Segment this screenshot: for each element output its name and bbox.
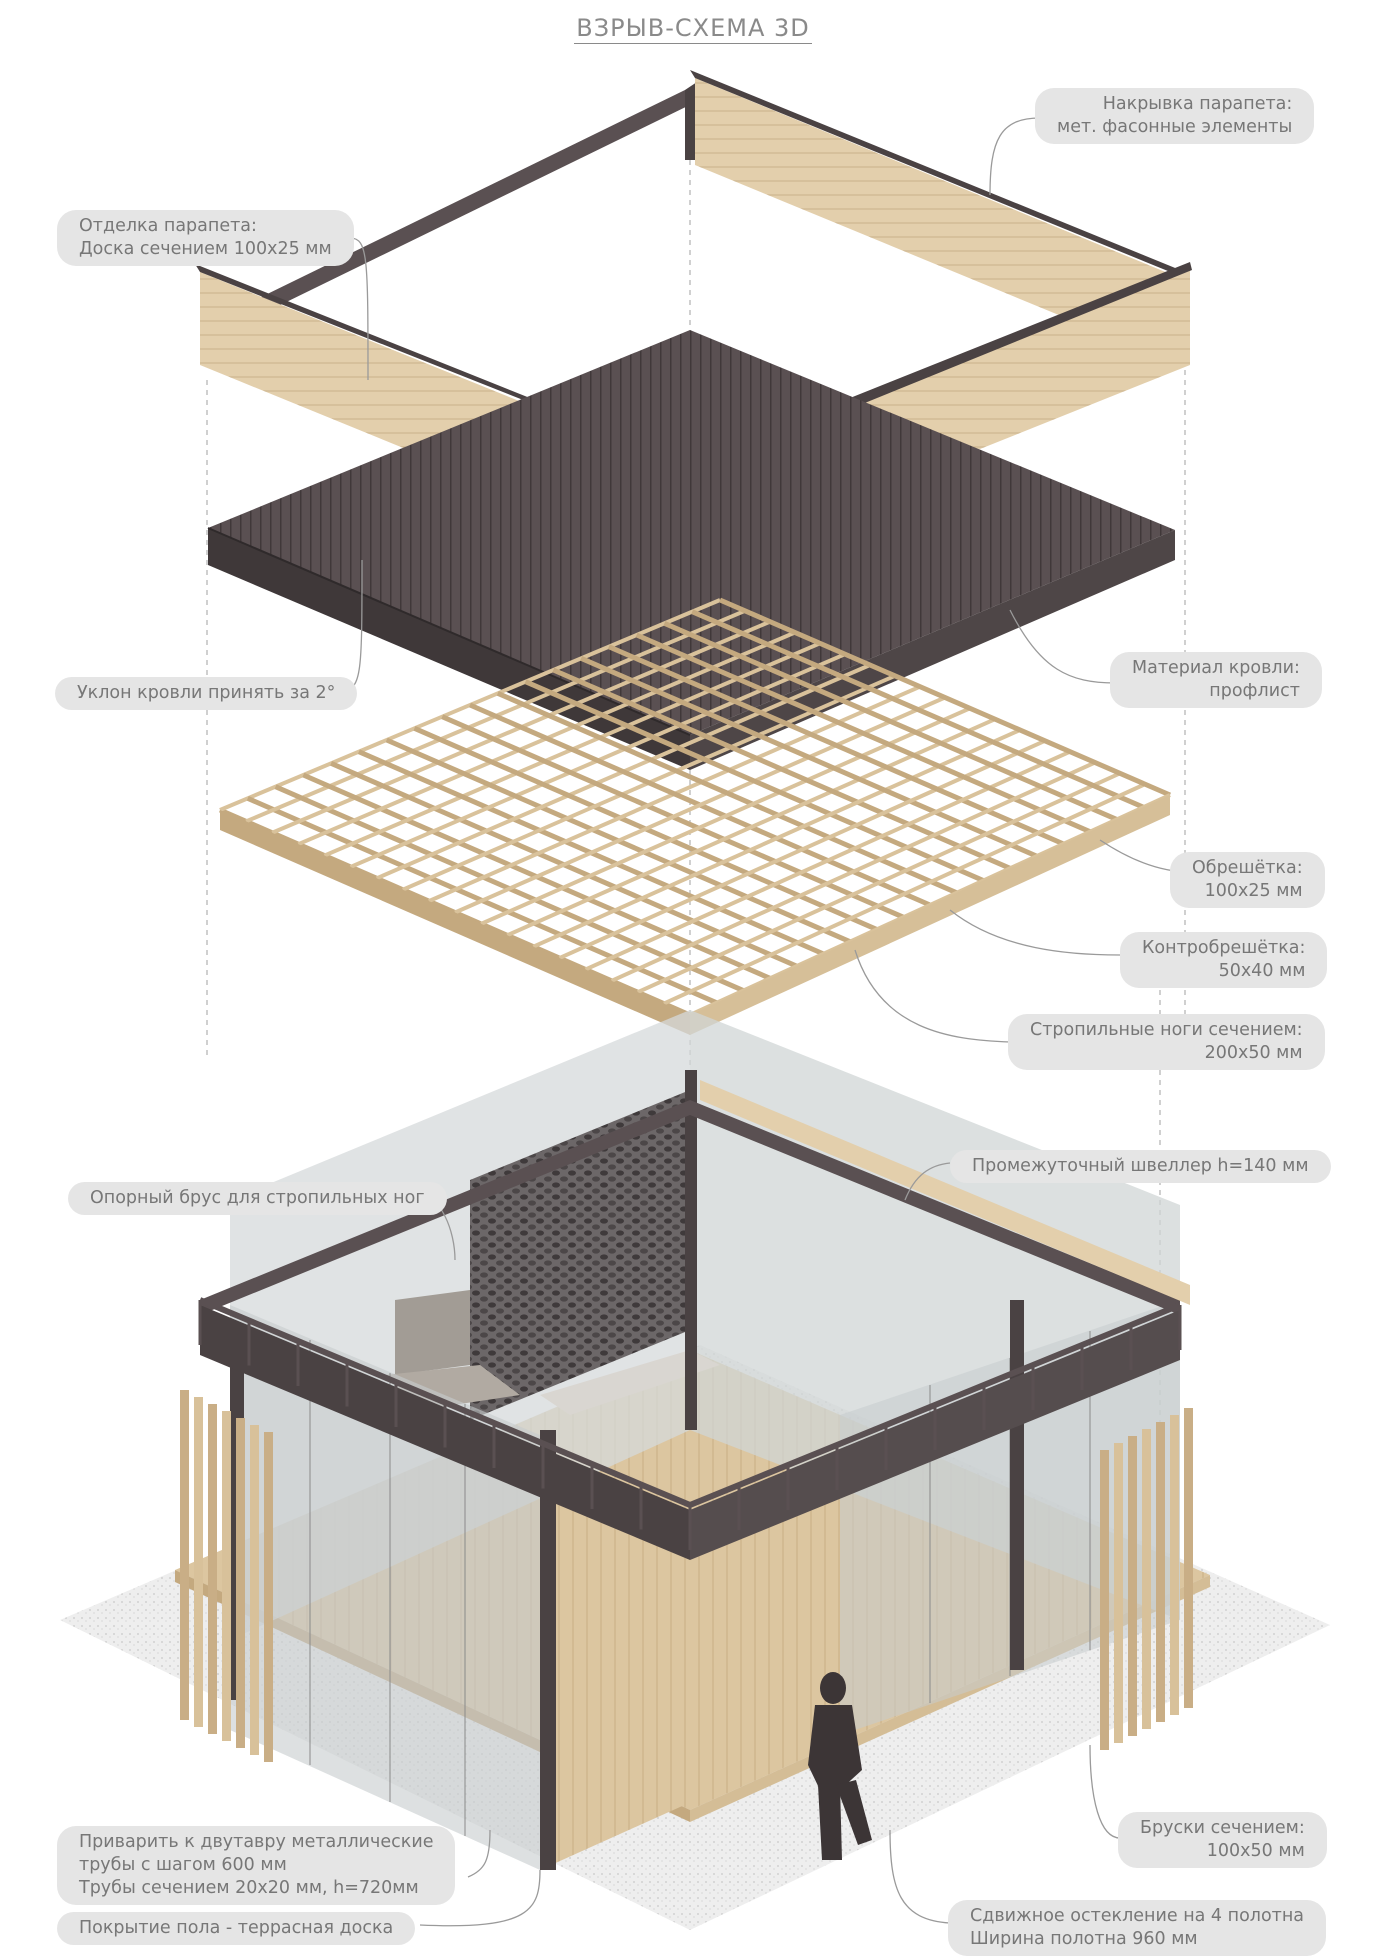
label-floor: Покрытие пола - террасная доска [57,1912,416,1945]
label-roof-slope: Уклон кровли принять за 2° [55,677,358,710]
wooden-slat [180,1390,189,1720]
leader-lines [342,117,1191,1927]
wooden-slat [264,1432,273,1762]
label-roof-material: Материал кровли:профлист [1110,652,1322,708]
label-rafters: Стропильные ноги сечением:200х50 мм [1008,1014,1325,1070]
wooden-slat [208,1404,217,1734]
label-parapet-finish: Отделка парапета:Доска сечением 100х25 м… [57,210,354,266]
label-battens: Обрешётка:100х25 мм [1170,852,1325,908]
diagram-title: ВЗРЫВ-СХЕМА 3D [574,14,812,44]
person-silhouette [808,1672,872,1860]
counter-batten [636,771,1121,995]
counter-batten [663,782,1146,1006]
wooden-slat [194,1397,203,1727]
wooden-slat [1100,1450,1109,1750]
wooden-slat [1184,1408,1193,1708]
wooden-slat [236,1418,245,1748]
building-frame [60,1010,1330,1930]
label-slats: Бруски сечением:100х50 мм [1118,1812,1327,1868]
wooden-slat [1128,1436,1137,1736]
label-channel: Промежуточный швеллер h=140 мм [950,1150,1331,1183]
label-support-beam: Опорный брус для стропильных ног [68,1182,447,1215]
label-parapet-cap: Накрывка парапета:мет. фасонные элементы [1035,88,1315,144]
wooden-slat [1170,1415,1179,1715]
batten [691,609,1145,810]
batten-grid [219,597,1171,1035]
wooden-slat [250,1425,259,1755]
batten [719,597,1171,798]
label-counter-battens: Контробрешётка:50х40 мм [1120,932,1328,988]
wooden-slat [222,1411,231,1741]
batten [663,621,1118,822]
wooden-slat [1114,1443,1123,1743]
counter-batten [610,760,1096,983]
wooden-slat [1142,1429,1151,1729]
wooden-slat [1156,1422,1165,1722]
